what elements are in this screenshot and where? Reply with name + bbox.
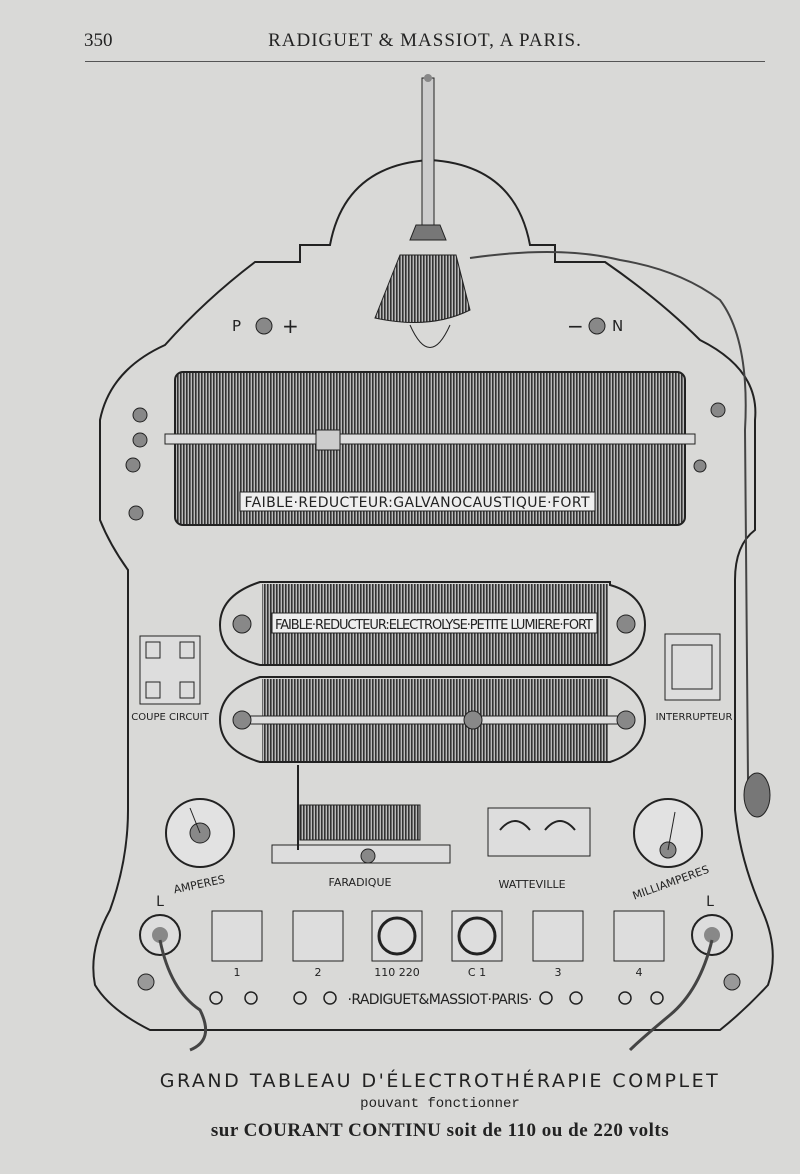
switch-label: 3 bbox=[555, 966, 562, 979]
galvanocaustique-reducer bbox=[125, 371, 726, 526]
switch-3 bbox=[532, 910, 584, 962]
label-minus: − bbox=[567, 314, 584, 338]
switch-label: 1 bbox=[234, 966, 241, 979]
electrolyse-reducer bbox=[218, 581, 647, 763]
caption-voltage: sur COURANT CONTINU soit de 110 ou de 22… bbox=[210, 1120, 670, 1141]
label-plus: + bbox=[282, 314, 299, 338]
running-title: RADIGUET & MASSIOT, A PARIS. bbox=[268, 30, 582, 51]
terminal-negative bbox=[588, 317, 606, 335]
faradique-label: FARADIQUE bbox=[329, 876, 392, 889]
switch-label: 4 bbox=[636, 966, 643, 979]
label-p: P bbox=[232, 317, 241, 335]
faradique-coil bbox=[271, 765, 451, 864]
switch-2 bbox=[292, 910, 344, 962]
header-rule bbox=[85, 61, 765, 62]
terminal-positive bbox=[255, 317, 273, 335]
terminal-row bbox=[209, 991, 664, 1005]
coupe-circuit-box bbox=[139, 635, 201, 705]
switch-4 bbox=[613, 910, 665, 962]
electrolyse-label: FAIBLE·REDUCTEUR:ELECTROLYSE·PETITE LUMI… bbox=[275, 618, 593, 633]
board-outline bbox=[92, 158, 774, 1031]
caption-title: GRAND TABLEAU D'ÉLECTROTHÉRAPIE COMPLET bbox=[159, 1070, 721, 1092]
switch-label: 2 bbox=[315, 966, 322, 979]
page-number: 350 bbox=[84, 30, 113, 51]
lamp bbox=[374, 74, 771, 818]
milliamperes-label: MILLIAMPERES bbox=[631, 863, 711, 903]
galvanocaustique-label: FAIBLE·REDUCTEUR:GALVANOCAUSTIQUE·FORT bbox=[245, 495, 590, 511]
left-jack-label: L bbox=[156, 894, 164, 910]
watteville-switch bbox=[487, 807, 591, 857]
maker-plate: ·RADIGUET&MASSIOT·PARIS· bbox=[348, 992, 533, 1008]
right-jack-label: L bbox=[706, 894, 714, 910]
coupe-circuit-label: COUPE CIRCUIT bbox=[131, 712, 209, 723]
milliamperes-meter bbox=[633, 798, 703, 868]
label-n: N bbox=[612, 317, 623, 335]
switch-row bbox=[211, 910, 665, 962]
switch-label: C 1 bbox=[468, 966, 486, 979]
interrupteur-label: INTERRUPTEUR bbox=[656, 712, 733, 723]
watteville-label: WATTEVILLE bbox=[498, 878, 565, 891]
amperes-label: AMPERES bbox=[172, 873, 226, 897]
switch-1 bbox=[211, 910, 263, 962]
caption-subtitle: pouvant fonctionner bbox=[360, 1096, 520, 1112]
switch-label: 110 220 bbox=[374, 966, 420, 979]
